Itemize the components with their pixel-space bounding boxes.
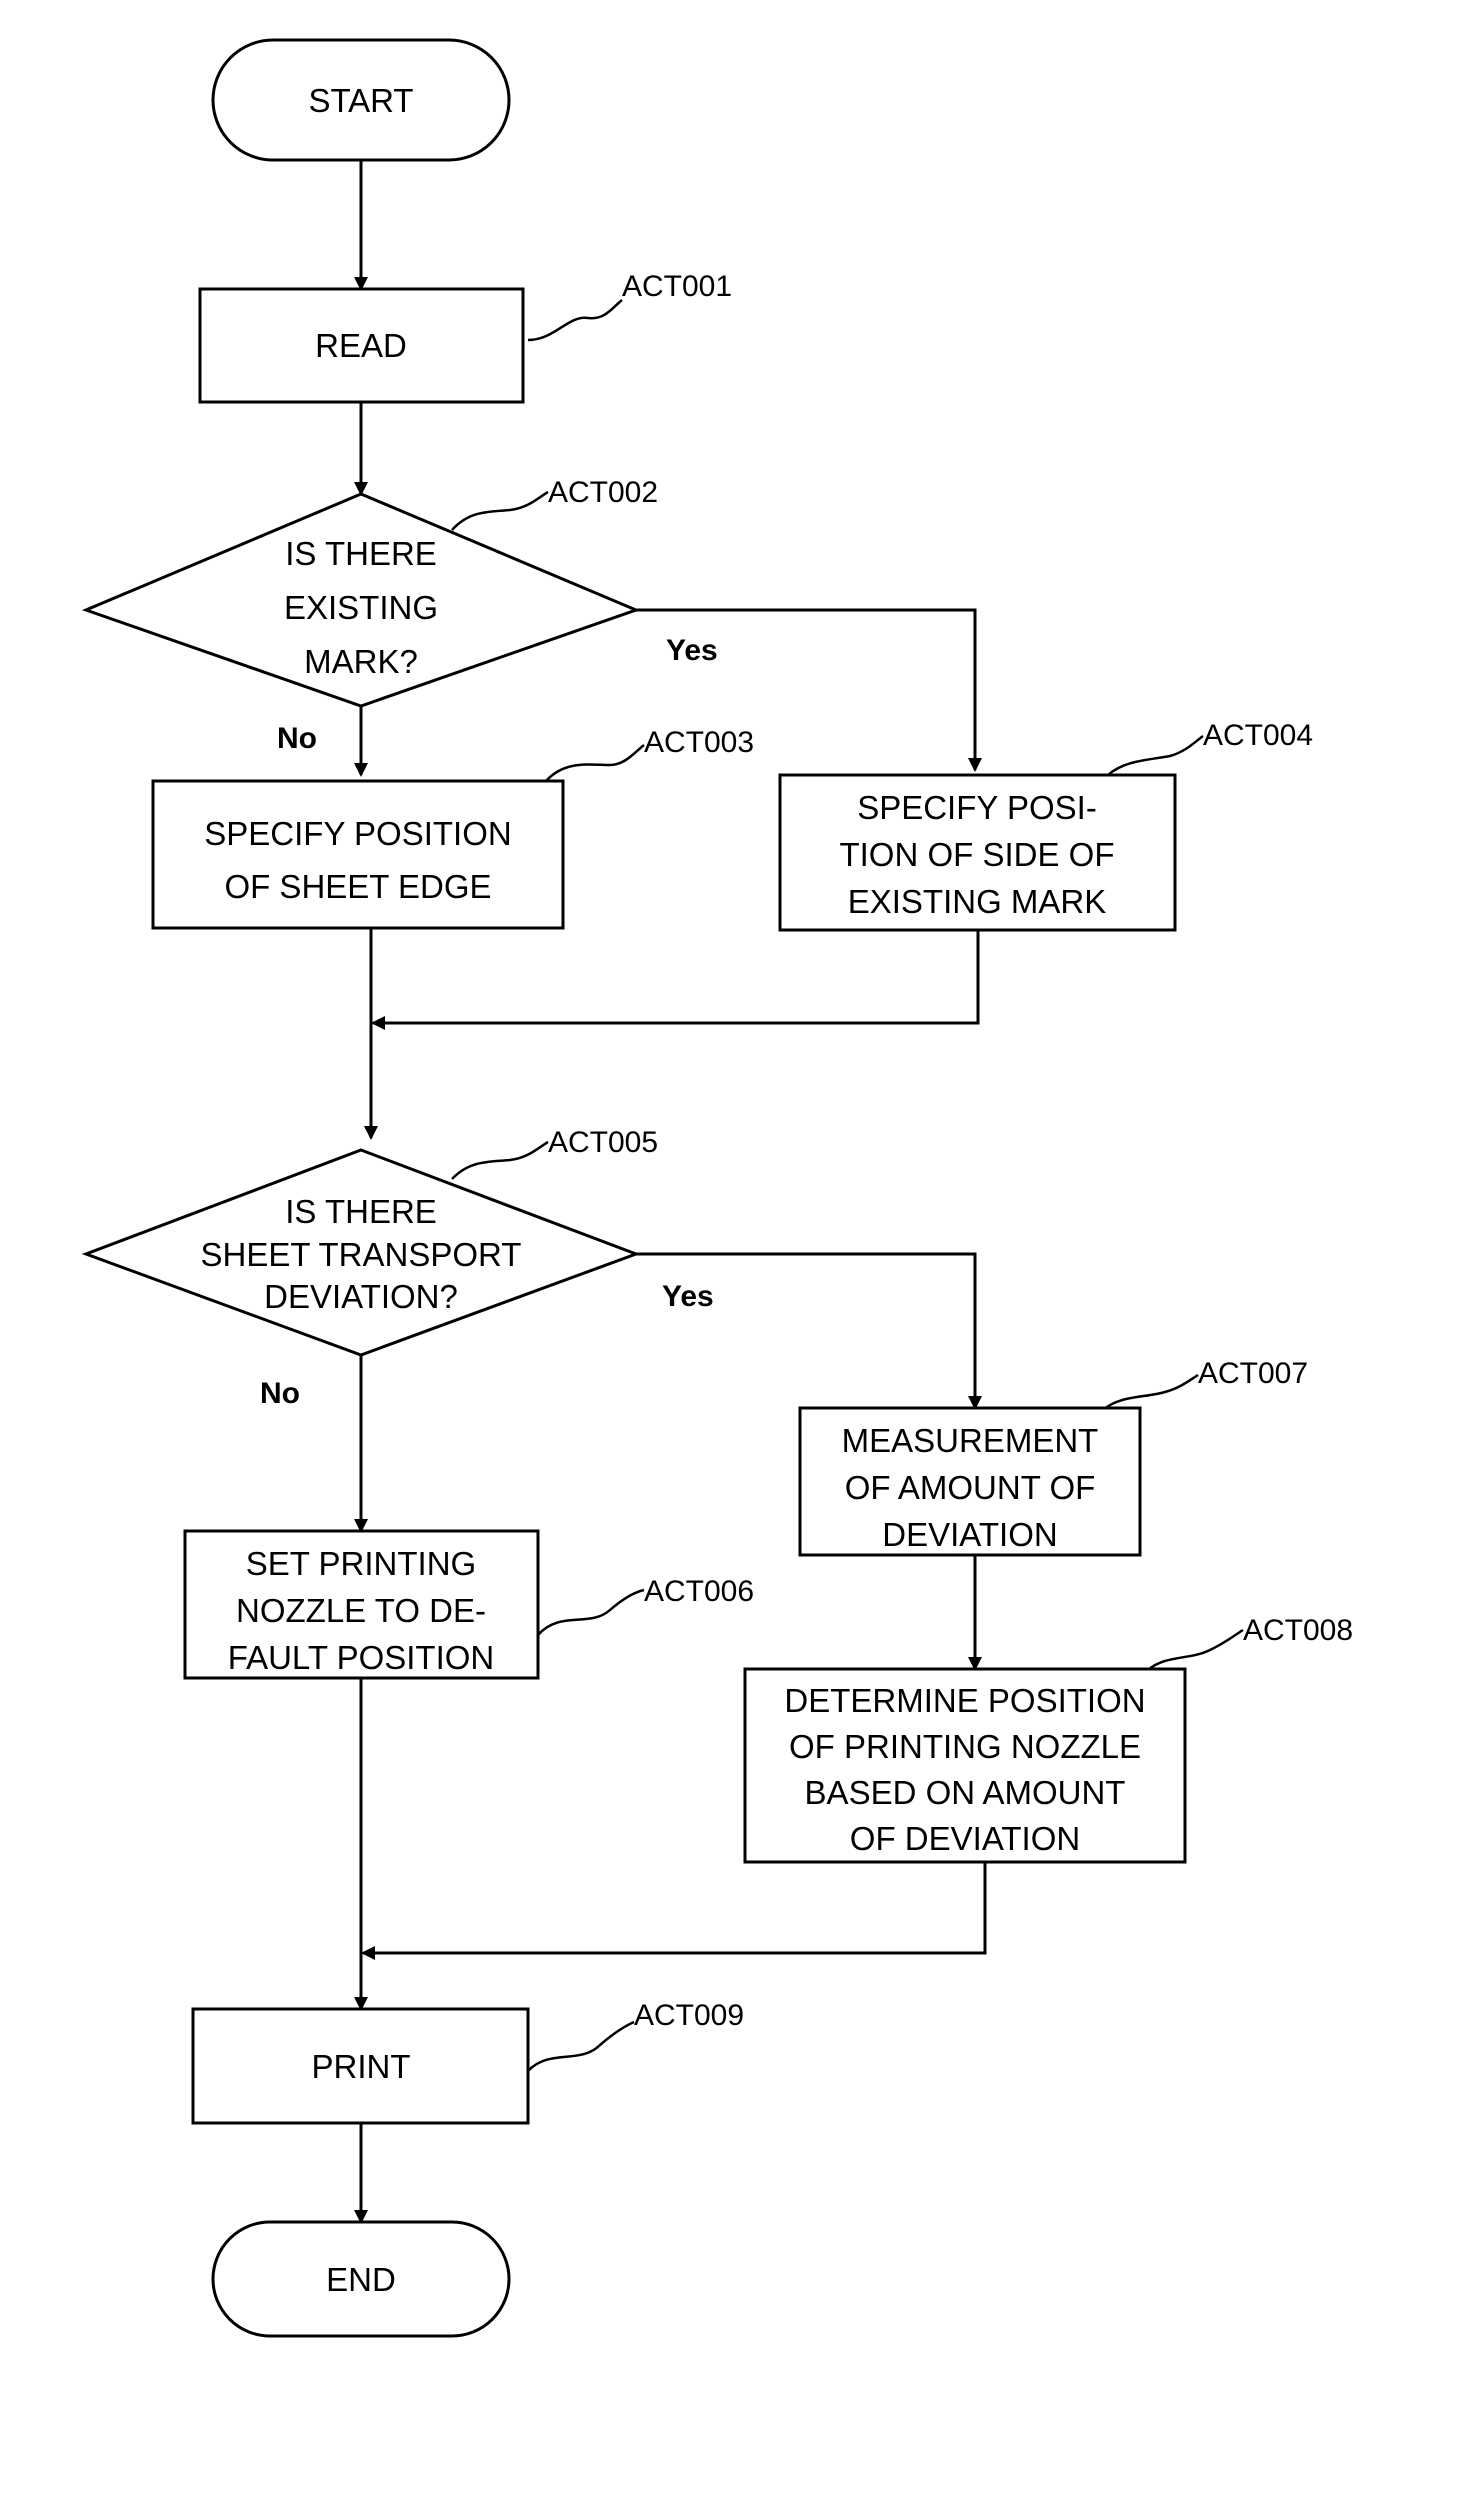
- leader-act008: [1148, 1630, 1243, 1670]
- leader-act004: [1108, 736, 1203, 775]
- transport-deviation-line-2: SHEET TRANSPORT: [201, 1236, 522, 1273]
- act003-tag: ACT003: [644, 726, 754, 759]
- leader-act001: [528, 300, 622, 340]
- existing-mark-decision: IS THERE EXISTING MARK? ACT002 Yes No: [86, 476, 718, 755]
- leader-act005: [452, 1142, 548, 1179]
- existing-mark-no-label: No: [277, 722, 317, 755]
- leader-act009: [528, 2022, 634, 2071]
- end-label: END: [326, 2261, 396, 2298]
- act007-tag: ACT007: [1198, 1357, 1308, 1390]
- transport-deviation-line-3: DEVIATION?: [264, 1278, 458, 1315]
- measure-deviation-line-2: OF AMOUNT OF: [845, 1469, 1096, 1506]
- sheet-edge-box: [153, 781, 563, 928]
- start-terminal: START: [213, 40, 509, 160]
- start-label: START: [308, 82, 413, 119]
- existing-mark-line-3: MARK?: [304, 643, 418, 680]
- print-label: PRINT: [312, 2048, 411, 2085]
- measure-deviation-line-1: MEASUREMENT: [842, 1422, 1099, 1459]
- act008-tag: ACT008: [1243, 1614, 1353, 1647]
- transport-deviation-no-label: No: [260, 1377, 300, 1410]
- act004-tag: ACT004: [1203, 719, 1313, 752]
- act001-tag: ACT001: [622, 270, 732, 303]
- existing-mark-yes-label: Yes: [666, 634, 718, 667]
- determine-nozzle-process: DETERMINE POSITION OF PRINTING NOZZLE BA…: [745, 1614, 1353, 1862]
- transport-deviation-yes-label: Yes: [662, 1280, 714, 1313]
- default-position-line-3: FAULT POSITION: [228, 1639, 495, 1676]
- sheet-edge-process: SPECIFY POSITION OF SHEET EDGE ACT003: [153, 726, 754, 928]
- determine-nozzle-line-1: DETERMINE POSITION: [784, 1682, 1145, 1719]
- arrow-determine-merge: [363, 1862, 985, 1953]
- measure-deviation-process: MEASUREMENT OF AMOUNT OF DEVIATION ACT00…: [800, 1357, 1308, 1555]
- determine-nozzle-line-3: BASED ON AMOUNT: [805, 1774, 1126, 1811]
- existing-mark-side-line-1: SPECIFY POSI-: [857, 789, 1097, 826]
- existing-mark-line-1: IS THERE: [285, 535, 437, 572]
- read-process: READ ACT001: [200, 270, 732, 402]
- arrow-existing-mark-merge: [373, 930, 978, 1023]
- transport-deviation-decision: IS THERE SHEET TRANSPORT DEVIATION? ACT0…: [86, 1126, 714, 1410]
- existing-mark-line-2: EXISTING: [284, 589, 438, 626]
- leader-act006: [538, 1590, 644, 1635]
- existing-mark-side-line-3: EXISTING MARK: [848, 883, 1107, 920]
- determine-nozzle-line-4: OF DEVIATION: [850, 1820, 1080, 1857]
- leader-act007: [1103, 1375, 1198, 1410]
- arrow-decision2-yes: [636, 1254, 975, 1408]
- leader-act002: [452, 492, 548, 530]
- existing-mark-side-line-2: TION OF SIDE OF: [839, 836, 1114, 873]
- determine-nozzle-line-2: OF PRINTING NOZZLE: [789, 1728, 1141, 1765]
- act002-tag: ACT002: [548, 476, 658, 509]
- end-terminal: END: [213, 2222, 509, 2336]
- sheet-edge-line-1: SPECIFY POSITION: [204, 815, 511, 852]
- leader-act003: [546, 745, 644, 781]
- default-position-line-2: NOZZLE TO DE-: [236, 1592, 486, 1629]
- act005-tag: ACT005: [548, 1126, 658, 1159]
- sheet-edge-line-2: OF SHEET EDGE: [224, 868, 491, 905]
- act009-tag: ACT009: [634, 1999, 744, 2032]
- measure-deviation-line-3: DEVIATION: [882, 1516, 1057, 1553]
- transport-deviation-line-1: IS THERE: [285, 1193, 437, 1230]
- read-label: READ: [315, 327, 407, 364]
- print-process: PRINT ACT009: [193, 1999, 744, 2123]
- existing-mark-side-process: SPECIFY POSI- TION OF SIDE OF EXISTING M…: [780, 719, 1313, 930]
- default-position-line-1: SET PRINTING: [246, 1545, 476, 1582]
- act006-tag: ACT006: [644, 1575, 754, 1608]
- default-position-process: SET PRINTING NOZZLE TO DE- FAULT POSITIO…: [185, 1531, 754, 1678]
